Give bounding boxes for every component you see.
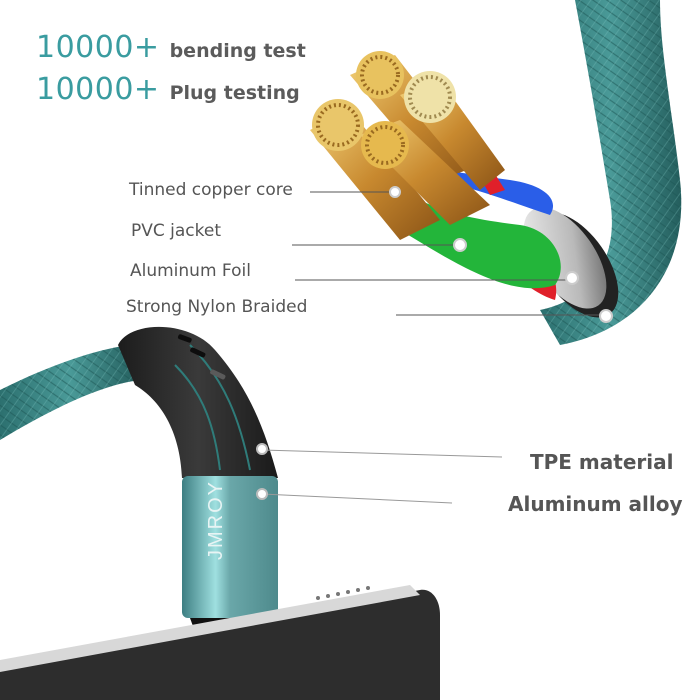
- headline-number: 10000+: [36, 30, 160, 65]
- brand-logo: JMROY: [205, 480, 227, 560]
- label-tinned-copper-core: Tinned copper core: [129, 180, 293, 200]
- headline-text: bending test: [169, 40, 306, 62]
- label-aluminum-foil: Aluminum Foil: [130, 261, 251, 281]
- leader-lines-top: [292, 191, 605, 316]
- copper-core: [310, 51, 505, 240]
- label-aluminum-alloy: Aluminum alloy: [508, 492, 683, 516]
- tpe-boot: [118, 326, 278, 478]
- headline-text: Plug testing: [169, 82, 300, 104]
- headline-number: 10000+: [36, 72, 160, 107]
- callout-dots-bottom: [256, 443, 268, 500]
- headline-bending-test: 10000+ bending test: [36, 30, 306, 65]
- braided-cable-right: [540, 0, 682, 345]
- label-pvc-jacket: PVC jacket: [131, 221, 222, 241]
- headline-plug-testing: 10000+ Plug testing: [36, 72, 300, 107]
- label-tpe-material: TPE material: [530, 450, 674, 474]
- label-strong-nylon-braided: Strong Nylon Braided: [126, 297, 308, 317]
- leader-lines-bottom: [261, 449, 503, 504]
- callout-dots-top: [389, 186, 613, 323]
- braided-cable-left: [0, 345, 140, 440]
- phone: [0, 585, 440, 700]
- metal-ring: [523, 207, 619, 318]
- inner-wires: [400, 150, 561, 300]
